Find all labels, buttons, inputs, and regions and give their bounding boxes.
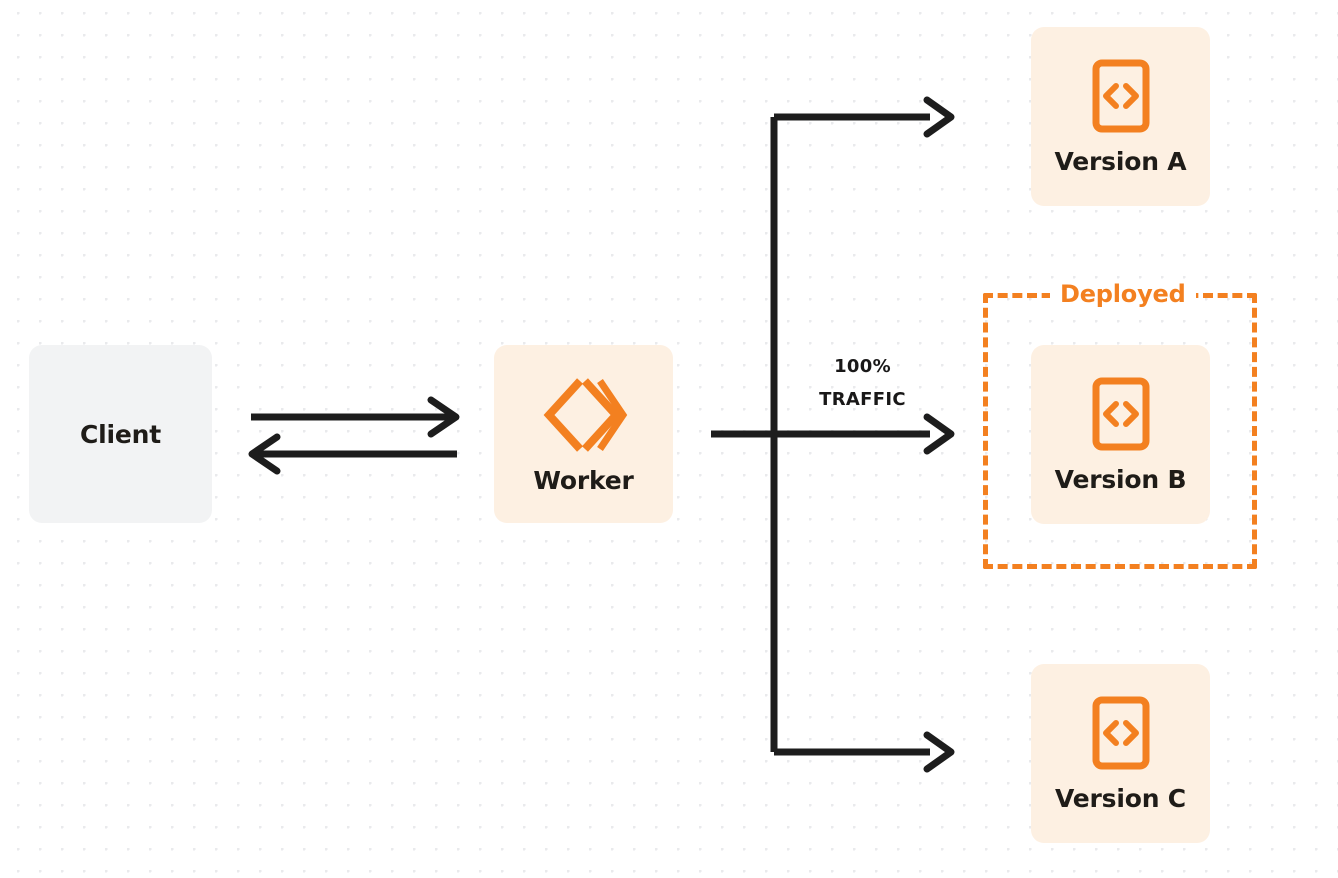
arrow-client-to-worker [251, 396, 460, 438]
arrowhead-to-version-b [923, 413, 955, 455]
node-version-c[interactable]: Version C [1031, 664, 1210, 843]
code-brackets-icon [1092, 377, 1150, 451]
code-brackets-icon [1092, 59, 1150, 133]
traffic-unit: TRAFFIC [819, 389, 906, 410]
node-version-a-label: Version A [1054, 147, 1187, 176]
node-version-b[interactable]: Version B [1031, 345, 1210, 524]
arrowhead-to-version-c [923, 731, 955, 773]
arrowhead-to-version-a [923, 96, 955, 138]
node-version-a[interactable]: Version A [1031, 27, 1210, 206]
node-worker-label: Worker [533, 465, 634, 495]
node-client[interactable]: Client [29, 345, 212, 523]
cloudflare-workers-logo-icon [540, 376, 628, 454]
code-brackets-icon [1092, 696, 1150, 770]
traffic-percent: 100% [834, 356, 891, 377]
node-client-label: Client [80, 419, 161, 449]
node-version-b-label: Version B [1054, 465, 1187, 494]
arrow-worker-to-client [248, 433, 457, 475]
traffic-bus [711, 113, 930, 756]
node-worker[interactable]: Worker [494, 345, 673, 523]
deployed-group-label: Deployed [1050, 279, 1196, 309]
traffic-label: 100% TRAFFIC [790, 350, 935, 416]
node-version-c-label: Version C [1055, 784, 1186, 813]
